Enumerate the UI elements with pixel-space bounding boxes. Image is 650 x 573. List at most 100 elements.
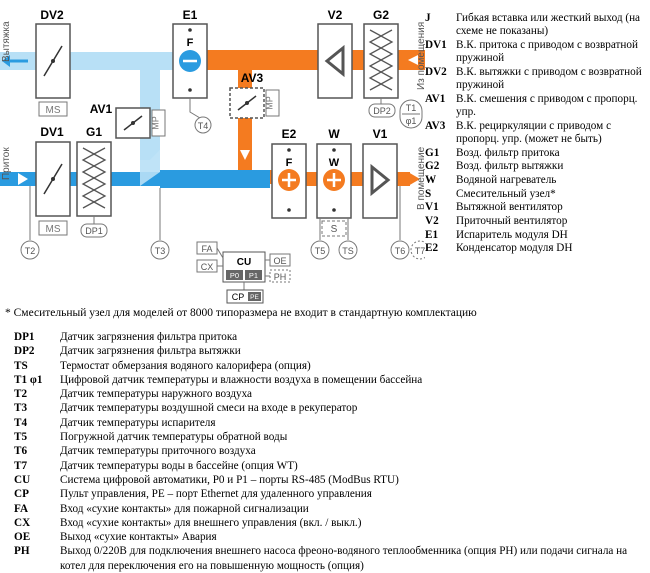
t4-sensor bbox=[194, 116, 212, 134]
legend-desc: Гибкая вставка или жесткий выход (на схе… bbox=[456, 12, 641, 38]
svg-text:TS: TS bbox=[342, 246, 354, 256]
legend-code: AV1 bbox=[425, 92, 446, 105]
supply-mix-duct bbox=[140, 150, 160, 186]
svg-text:S: S bbox=[331, 224, 338, 235]
legend-desc: Датчик температуры воздушной смеси на вх… bbox=[60, 402, 358, 415]
legend-row: AV1 В.К. смешения с приводом с пропорц. у… bbox=[425, 93, 647, 119]
exhaust-to-e1 bbox=[150, 52, 175, 70]
to-room-flow-label: В помещение bbox=[416, 146, 425, 210]
legend-code: FA bbox=[14, 502, 29, 515]
svg-text:CP: CP bbox=[232, 292, 245, 302]
legend-code: DP2 bbox=[14, 345, 35, 358]
svg-text:φ1: φ1 bbox=[406, 116, 417, 126]
legend-desc: Датчик температуры приточного воздуха bbox=[60, 445, 256, 458]
legend-desc: Вход «сухие контакты» для пожарной сигна… bbox=[60, 502, 309, 515]
supply-to-e2 bbox=[160, 170, 270, 188]
legend-desc: Смесительный узел* bbox=[456, 187, 556, 200]
legend-row: J Гибкая вставка или жесткий выход (на сх… bbox=[425, 12, 647, 38]
svg-text:T3: T3 bbox=[155, 246, 166, 256]
g1-filter bbox=[76, 141, 112, 217]
t5-sensor bbox=[310, 240, 330, 260]
exhaust-flow-label: Вытяжка bbox=[1, 21, 12, 62]
legend-code: CX bbox=[14, 516, 31, 529]
svg-text:MP: MP bbox=[151, 116, 161, 130]
svg-text:T5: T5 bbox=[315, 246, 326, 256]
v2-label: V2 bbox=[328, 8, 343, 22]
legend-desc: Возд. фильтр вытяжки bbox=[456, 160, 564, 173]
svg-text:MS: MS bbox=[46, 105, 61, 116]
legend-desc: Конденсатор модуля DH bbox=[456, 242, 573, 255]
intake-flow-label: Приток bbox=[1, 147, 12, 180]
svg-text:T4: T4 bbox=[198, 121, 209, 131]
dv2-label: DV2 bbox=[40, 8, 64, 22]
legend-desc: Цифровой датчик температуры и влажности … bbox=[60, 373, 423, 386]
legend-row: TS Термостат обмерзания водяного калорифе… bbox=[14, 359, 634, 373]
legend-desc: В.К. притока с приводом с возвратной пру… bbox=[456, 38, 638, 65]
svg-text:P1: P1 bbox=[249, 271, 258, 280]
legend-code: TS bbox=[14, 359, 28, 372]
v2-fan bbox=[317, 23, 353, 99]
t6-sensor bbox=[390, 240, 410, 260]
legend-desc: Термостат обмерзания водяного калорифера… bbox=[60, 359, 311, 372]
svg-text:PH: PH bbox=[274, 272, 287, 282]
legend-row: OE Выход «сухие контакты» Авария bbox=[14, 530, 634, 544]
legend-code: S bbox=[425, 187, 432, 200]
svg-text:F: F bbox=[187, 37, 194, 49]
legend-desc: Возд. фильтр притока bbox=[456, 146, 560, 159]
dp1-sensor bbox=[80, 223, 108, 238]
svg-text:CU: CU bbox=[237, 257, 251, 268]
ts-sensor bbox=[338, 240, 358, 260]
legend-code: E1 bbox=[425, 228, 439, 241]
v1-label: V1 bbox=[373, 127, 388, 141]
svg-text:F: F bbox=[286, 157, 293, 169]
legend-code: T1 φ1 bbox=[14, 373, 43, 386]
av3-label: AV3 bbox=[241, 71, 264, 85]
component-legend: J Гибкая вставка или жесткий выход (на сх… bbox=[425, 12, 647, 256]
legend-desc: Выход «сухие контакты» Авария bbox=[60, 531, 217, 544]
svg-text:DP1: DP1 bbox=[85, 226, 103, 236]
legend-code: J bbox=[425, 12, 431, 24]
svg-text:T1: T1 bbox=[406, 103, 417, 113]
legend-desc: Датчик загрязнения фильтра вытяжки bbox=[60, 345, 241, 358]
s-mixing-unit bbox=[321, 220, 347, 237]
legend-row: DP2 Датчик загрязнения фильтра вытяжки bbox=[14, 344, 634, 358]
legend-desc: Датчик температуры наружного воздуха bbox=[60, 388, 253, 401]
legend-row: T3 Датчик температуры воздушной смеси на … bbox=[14, 401, 634, 415]
legend-code: AV3 bbox=[425, 119, 446, 132]
svg-text:T2: T2 bbox=[25, 246, 36, 256]
legend-code: T7 bbox=[14, 459, 28, 472]
p0-port bbox=[226, 270, 243, 280]
intake-arrow bbox=[18, 173, 28, 185]
v1-fan bbox=[362, 143, 398, 219]
svg-text:P0: P0 bbox=[230, 271, 239, 280]
svg-text:T7: T7 bbox=[415, 246, 425, 256]
legend-desc: Вход «сухие контакты» для внешнего управ… bbox=[60, 516, 362, 529]
g1-label: G1 bbox=[86, 125, 102, 139]
legend-code: T3 bbox=[14, 402, 28, 415]
legend-code: OE bbox=[14, 531, 31, 544]
legend-row: S Смесительный узел* bbox=[425, 188, 647, 201]
ms-bot-box bbox=[38, 220, 68, 236]
from-room-flow-label: Из помещения bbox=[416, 22, 425, 90]
dp2-sensor bbox=[368, 103, 396, 118]
legend-desc: В.К. смешения с приводом с пропорц. упр. bbox=[456, 92, 638, 118]
dv1-label: DV1 bbox=[40, 125, 64, 139]
svg-text:MS: MS bbox=[46, 224, 61, 235]
svg-text:MP: MP bbox=[265, 96, 275, 110]
ms-top-box bbox=[38, 101, 68, 117]
mp-av1-box bbox=[151, 109, 166, 137]
svg-text:FA: FA bbox=[201, 244, 212, 254]
legend-code: V2 bbox=[425, 215, 439, 228]
legend-code: W bbox=[425, 173, 437, 186]
